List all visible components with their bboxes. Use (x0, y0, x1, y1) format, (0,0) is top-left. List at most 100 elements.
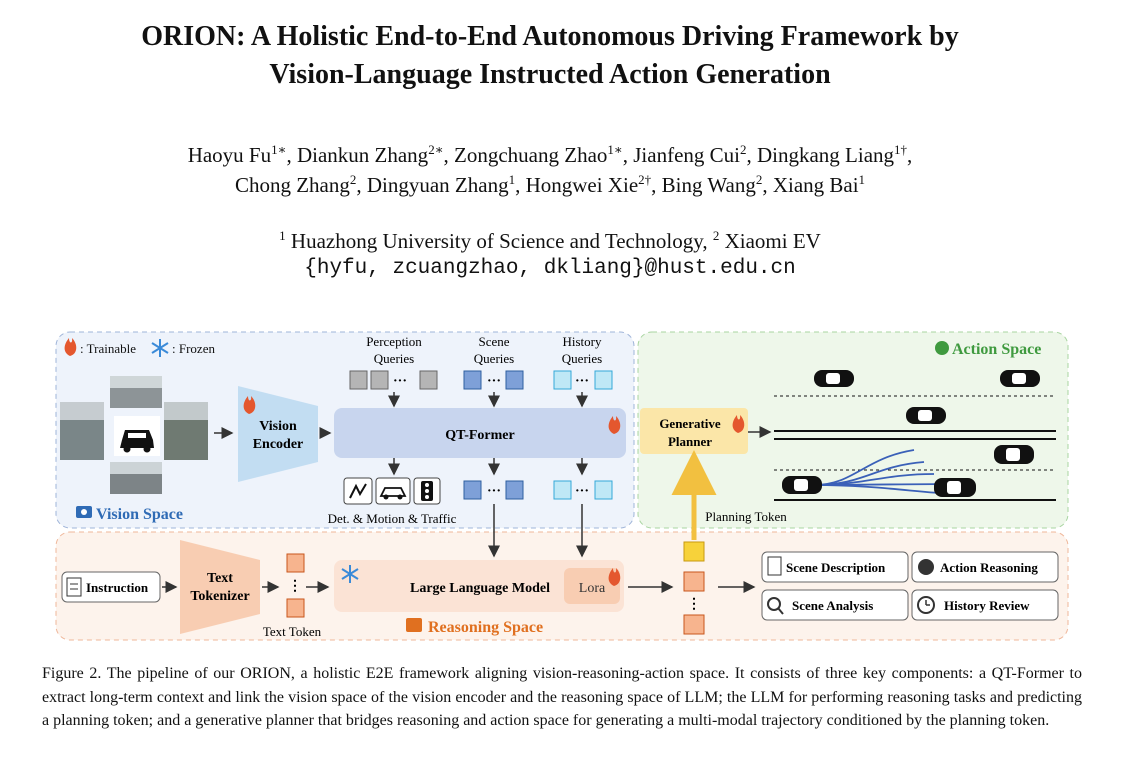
author-sup: 2∗ (428, 142, 444, 157)
author-name: Chong Zhang (234, 173, 350, 197)
generative-planner-block (640, 408, 748, 454)
planner-label: Planner (668, 434, 712, 449)
author-list: Haoyu Fu1∗, Diankun Zhang2∗, Zongchuang … (0, 140, 1100, 200)
history-output-tokens: ··· (553, 480, 613, 500)
svg-text:···: ··· (487, 374, 501, 389)
text-token-label: Text Token (263, 624, 322, 639)
trajectories (813, 449, 955, 495)
head-gear-icon (918, 559, 934, 575)
scene-output-tokens: ··· (463, 480, 524, 500)
text-tokenizer-label-1: Text (207, 571, 233, 586)
svg-text:···: ··· (575, 374, 589, 389)
author-sup: 2 (349, 172, 357, 187)
author-sup: 1∗ (607, 142, 623, 157)
action-space-label: Action Space (952, 341, 1041, 358)
affil-sup: 1 (279, 228, 286, 243)
qt-former-label: QT-Former (445, 428, 514, 443)
author-name: Dingkang Liang (756, 143, 895, 167)
caption-text: The pipeline of our ORION, a holistic E2… (42, 665, 1083, 729)
affil-sup: 2 (712, 228, 720, 243)
svg-text:⋮: ⋮ (288, 579, 302, 594)
detection-motion-traffic-icons (343, 477, 441, 505)
flame-icon (608, 568, 621, 586)
svg-text:···: ··· (575, 484, 589, 499)
svg-text:···: ··· (393, 374, 407, 389)
affiliations: 1 Huazhong University of Science and Tec… (0, 227, 1100, 255)
vision-encoder-label-1: Vision (259, 419, 297, 434)
action-reasoning-label: Action Reasoning (940, 560, 1038, 575)
scene-analysis-box (761, 589, 909, 621)
car-icon (120, 430, 154, 453)
llm-label: Large Language Model (410, 581, 550, 596)
legend-frozen: : Frozen (172, 341, 215, 356)
author-name: Bing Wang (661, 173, 756, 197)
author-sup: 2 (755, 172, 763, 187)
planning-token-label: Planning Token (705, 509, 787, 524)
history-review-label: History Review (944, 598, 1030, 613)
author-line1: Haoyu Fu1∗, Diankun Zhang2∗, Zongchuang … (187, 142, 913, 167)
perception-query-tokens: ··· (349, 370, 438, 390)
camera-image (164, 402, 208, 420)
scene-queries-label-1: Scene (478, 334, 509, 349)
scene-description-label: Scene Description (786, 560, 886, 575)
author-name: Hongwei Xie (525, 173, 639, 197)
action-reasoning-box (911, 551, 1059, 583)
svg-text:···: ··· (487, 484, 501, 499)
author-sup: 2† (638, 172, 652, 187)
scene-analysis-label: Scene Analysis (792, 598, 873, 613)
road-lanes (774, 395, 1056, 501)
text-tokenizer-label-2: Tokenizer (190, 589, 249, 604)
output-token-stack: ⋮ (683, 541, 705, 635)
lora-block (564, 568, 620, 604)
email: {hyfu, zcuangzhao, dkliang}@hust.edu.cn (304, 257, 796, 280)
flame-icon (243, 396, 256, 414)
history-queries-label-2: Queries (562, 351, 602, 366)
instruction-icon (66, 577, 82, 597)
legend: : Trainable : Frozen (64, 338, 215, 357)
author-sup: 1 (858, 172, 866, 187)
instruction-label: Instruction (86, 580, 149, 595)
history-queries-label-1: History (563, 334, 603, 349)
pipeline-figure: : Trainable : Frozen Vision Encoder Perc… (55, 331, 1069, 641)
text-tokenizer-block (180, 540, 260, 634)
legend-trainable: : Trainable (80, 341, 136, 356)
affil-name: Huazhong University of Science and Techn… (290, 229, 708, 253)
affil-name: Xiaomi EV (724, 229, 821, 253)
caption-label: Figure 2. (42, 665, 102, 682)
snowflake-icon (151, 339, 169, 357)
car-detection-icon (375, 477, 411, 505)
author-name: Dingyuan Zhang (366, 173, 509, 197)
camera-image (110, 376, 162, 388)
scene-description-box (761, 551, 909, 583)
camera-image (110, 462, 162, 474)
history-query-tokens: ··· (553, 370, 613, 390)
paper-title-line2: Vision-Language Instructed Action Genera… (269, 59, 831, 90)
paper-title: ORION: A Holistic End-to-End Autonomous … (0, 18, 1100, 94)
det-motion-traffic-label: Det. & Motion & Traffic (328, 511, 457, 526)
llm-block (334, 560, 624, 612)
qt-former-block (334, 408, 626, 458)
author-line2: Chong Zhang2, Dingyuan Zhang1, Hongwei X… (234, 172, 866, 197)
vehicle-icons (782, 370, 1040, 497)
generative-label: Generative (659, 416, 721, 431)
text-token-stack: ⋮ (286, 553, 305, 618)
author-name: Haoyu Fu (187, 143, 272, 167)
vision-encoder-label-2: Encoder (253, 437, 304, 452)
camera-image (60, 402, 104, 420)
perception-queries-label-2: Queries (374, 351, 414, 366)
flame-icon (64, 338, 77, 356)
scene-queries-label-2: Queries (474, 351, 514, 366)
perception-queries-label-1: Perception (366, 334, 422, 349)
paper-title-line1: ORION: A Holistic End-to-End Autonomous … (141, 21, 959, 52)
svg-text:⋮: ⋮ (687, 597, 701, 612)
author-sup: 1∗ (271, 142, 287, 157)
author-sup: 2 (739, 142, 747, 157)
vision-encoder-block (238, 386, 318, 482)
instruction-box (61, 571, 161, 603)
reasoning-space-label: Reasoning Space (428, 619, 543, 636)
scene-query-tokens: ··· (463, 370, 524, 390)
vision-space-label: Vision Space (96, 506, 183, 523)
clock-icon (917, 596, 935, 614)
author-name: Zongchuang Zhao (454, 143, 608, 167)
history-review-box (911, 589, 1059, 621)
